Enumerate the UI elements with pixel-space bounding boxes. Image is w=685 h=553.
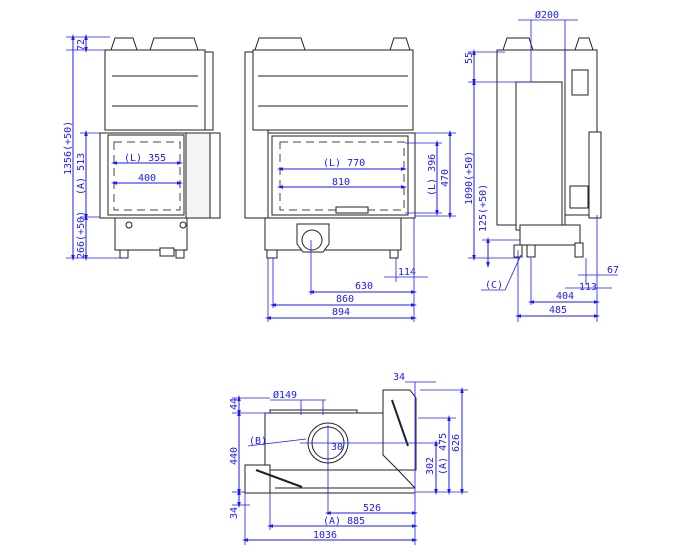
top-view-dimensions: Ø149 (B) 30 44 440 34 34 302 (A) 475 626… xyxy=(229,372,468,545)
dim-flue-height: 1090(+50) xyxy=(464,151,475,205)
dim-depth: 440 xyxy=(229,447,240,465)
dim-top-offset: 72 xyxy=(76,39,87,51)
side-view-dimensions: Ø200 55 1090(+50) 125(+50) (C) 67 113 40… xyxy=(464,9,619,322)
dim-opening-width: 400 xyxy=(138,173,156,184)
dim-total-depth: 626 xyxy=(451,434,462,452)
dim-total-width: 894 xyxy=(332,307,350,318)
left-view-dimensions: 1356(+50) 72 (A) 513 266(+50) (L) 355 40… xyxy=(63,34,183,261)
front-view xyxy=(244,37,416,259)
dim-door-height: (A) 513 xyxy=(76,153,87,195)
dim-feet-span: 860 xyxy=(336,294,354,305)
dim-base-height: 266(+50) xyxy=(76,211,87,259)
dim-total-width: 1036 xyxy=(313,530,337,541)
dim-flue-diameter: Ø200 xyxy=(535,9,559,21)
dim-top-offset: 55 xyxy=(464,52,475,64)
dim-opening-depth: (A) 475 xyxy=(438,433,449,475)
dim-top-offset: 44 xyxy=(229,398,240,410)
dim-offset-113: 113 xyxy=(579,282,597,293)
dim-inlet-diameter: Ø149 xyxy=(273,389,297,401)
dim-foot-offset: 114 xyxy=(398,267,416,278)
dim-right-top-offset: 34 xyxy=(393,372,405,383)
label-inlet-b: (B) xyxy=(249,436,267,447)
dim-opening-height: 470 xyxy=(440,169,451,187)
dim-opening-width: (A) 885 xyxy=(323,516,365,527)
dim-glass-width: (L) 770 xyxy=(323,158,365,169)
dim-inlet-height: 125(+50) xyxy=(478,184,489,232)
dim-feet-depth: 404 xyxy=(556,291,574,302)
dim-total-depth: 485 xyxy=(549,305,567,316)
left-side-view xyxy=(99,37,221,259)
dim-bottom-offset: 34 xyxy=(229,507,240,519)
dim-glass-width: (L) 355 xyxy=(124,153,166,164)
label-center: 30 xyxy=(331,442,343,453)
dim-opening-width: 810 xyxy=(332,177,350,188)
dim-offset-67: 67 xyxy=(607,265,619,276)
dim-glass-height: (L) 396 xyxy=(427,154,438,196)
dim-center-depth: 302 xyxy=(425,457,436,475)
label-inlet-c: (C) xyxy=(485,280,503,291)
dim-total-height: 1356(+50) xyxy=(63,121,74,175)
dim-center-x: 526 xyxy=(363,503,381,514)
right-side-view xyxy=(496,37,602,258)
front-view-dimensions: (L) 770 810 (L) 396 470 114 630 860 894 xyxy=(265,130,456,322)
dim-flue-offset: 630 xyxy=(355,281,373,292)
